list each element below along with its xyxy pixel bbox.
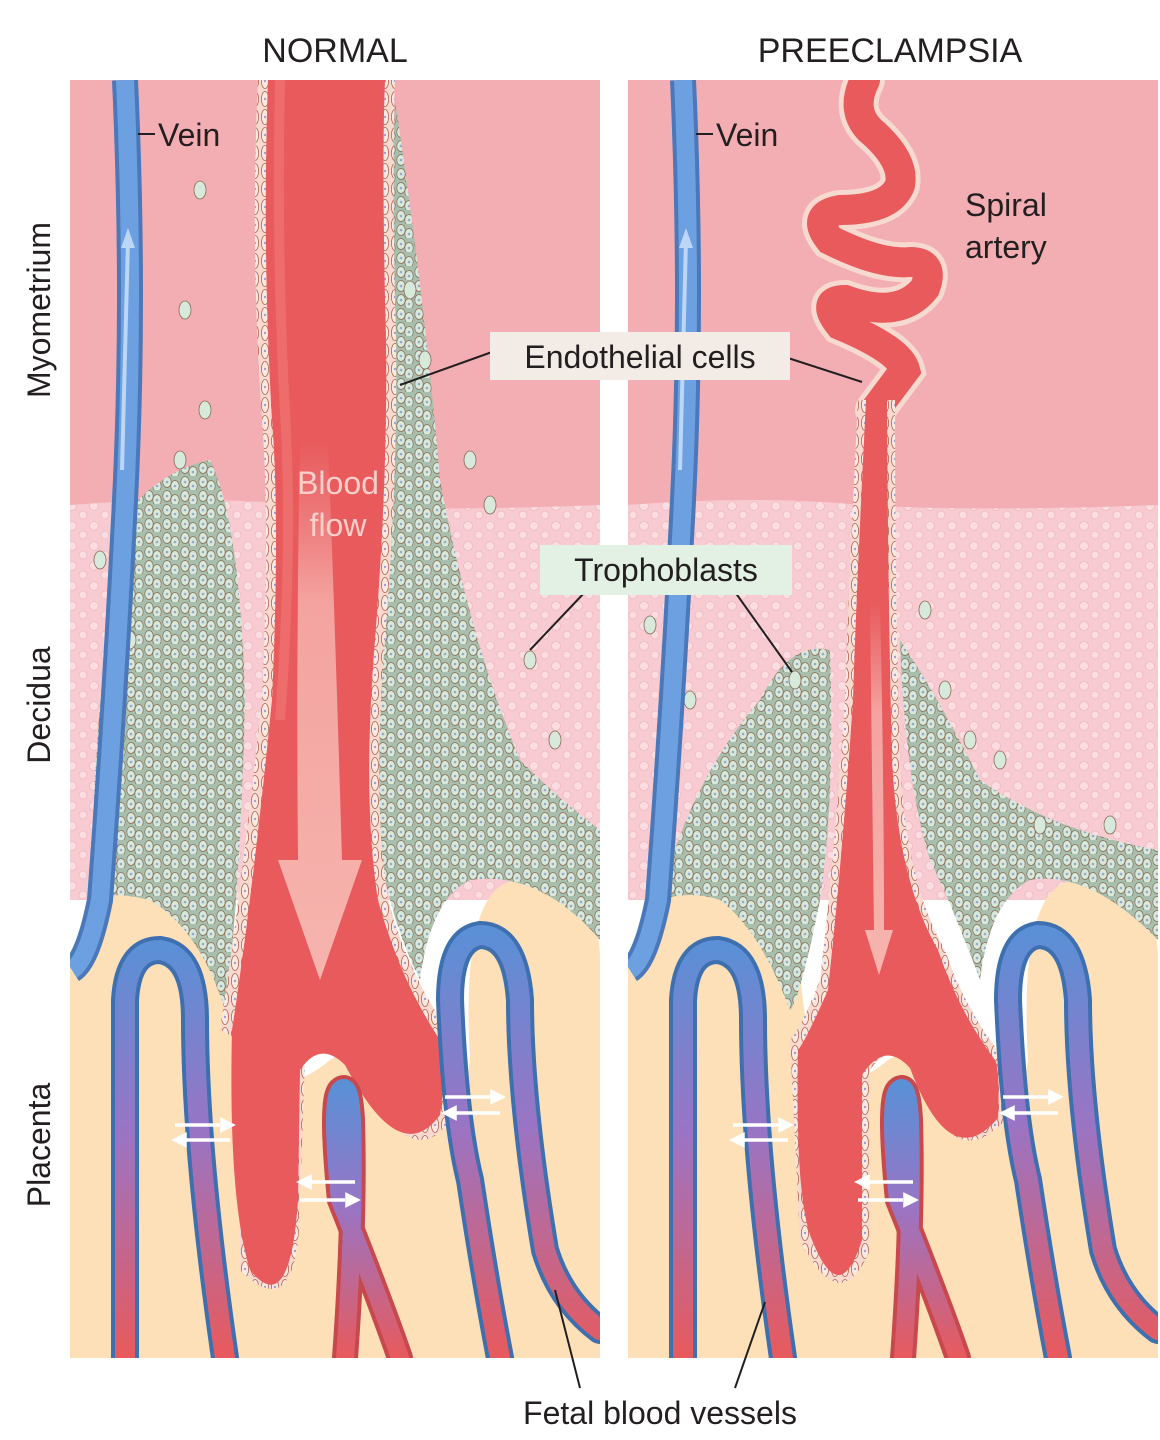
zone-label-decidua: Decidua — [21, 646, 57, 764]
zone-label-myometrium: Myometrium — [21, 222, 57, 398]
normal-panel — [70, 80, 600, 1358]
trophoblasts-label: Trophoblasts — [574, 552, 758, 588]
normal-panel-title: NORMAL — [262, 32, 407, 70]
spiral-artery-label-line1: Spiral — [965, 187, 1047, 223]
zone-label-placenta: Placenta — [21, 1083, 57, 1208]
spiral-artery-label-line2: artery — [965, 229, 1047, 265]
preeclampsia-panel — [628, 80, 1158, 1358]
preeclampsia-panel-title: PREECLAMPSIA — [758, 32, 1023, 70]
endothelial-cells-label: Endothelial cells — [524, 339, 755, 375]
fetal-blood-vessels-label: Fetal blood vessels — [523, 1395, 797, 1431]
vein-label-normal: Vein — [158, 117, 220, 153]
blood-flow-label-line1: Blood — [297, 465, 379, 501]
blood-flow-label-line2: flow — [310, 507, 368, 543]
panel-divider — [600, 80, 628, 1358]
vein-label-preeclampsia: Vein — [716, 117, 778, 153]
